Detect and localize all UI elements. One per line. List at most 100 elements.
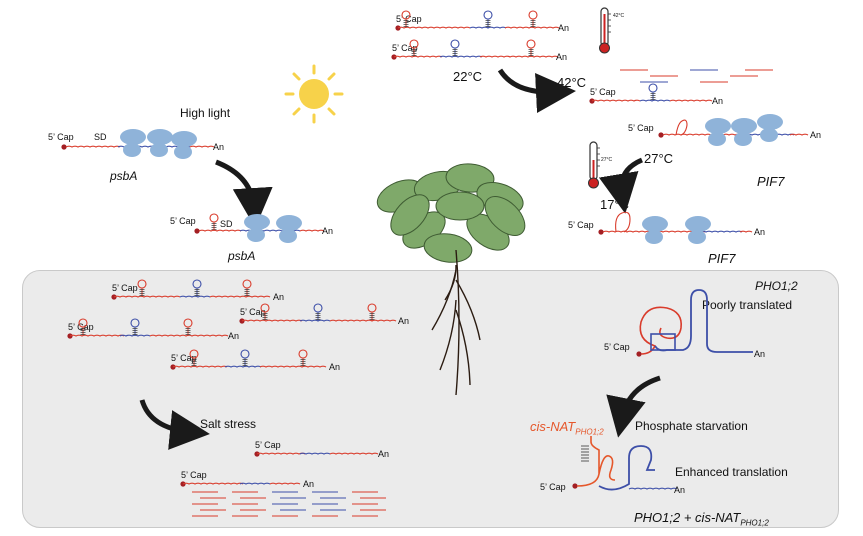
pif7-hairpin-icon	[615, 211, 631, 233]
pho12-structure	[650, 333, 676, 351]
mrna-strand	[224, 365, 262, 368]
cool-arrow	[598, 157, 644, 214]
phosphate-arrow	[606, 375, 661, 438]
mrna-strand	[669, 99, 713, 102]
enhanced-translation-label: Enhanced translation	[675, 465, 788, 479]
hairpin-icon	[183, 318, 193, 336]
mrna-strand	[113, 295, 181, 298]
mrna-label: 5’ Cap	[604, 342, 630, 352]
ribosome-icon	[147, 129, 173, 157]
ribosome-icon	[757, 114, 783, 142]
plant-illustration	[376, 163, 526, 396]
pif7-hairpin-icon	[675, 119, 688, 136]
mrna-strand	[789, 133, 809, 136]
ribosome-icon	[642, 216, 668, 244]
bottom-caption: PHO1;2 + cis-NATPHO1;2	[634, 510, 769, 528]
ribosome-icon	[731, 118, 757, 146]
mrna-strand	[397, 26, 471, 29]
mrna-label: An	[228, 331, 239, 341]
hairpin-icon	[209, 213, 219, 231]
ribosome-icon	[685, 216, 711, 244]
psba-label-bottom: psbA	[228, 249, 256, 263]
mrna-label: An	[556, 52, 567, 62]
mrna-strand	[241, 319, 303, 322]
sun-icon	[284, 64, 344, 124]
mrna-strand	[69, 334, 125, 337]
mrna-strand	[149, 334, 229, 337]
mrna-strand	[259, 365, 327, 368]
cis-nat-structure	[576, 436, 616, 487]
cap-dot	[61, 144, 67, 150]
hairpin-icon	[192, 279, 202, 297]
cis-nat-structure	[598, 445, 655, 491]
mrna-strand	[198, 229, 242, 232]
hairpin-icon	[260, 303, 270, 321]
hairpin-icon	[526, 39, 536, 57]
poorly-translated-label: Poorly translated	[702, 298, 793, 312]
psba-label-top: psbA	[110, 169, 138, 183]
mrna-label: An	[303, 479, 314, 489]
mrna-label: An	[329, 362, 340, 372]
hairpin-icon	[130, 318, 140, 336]
stress-panel	[22, 270, 839, 528]
hairpin-icon	[242, 279, 252, 297]
mrna-label: 5’ Cap	[590, 87, 616, 97]
hairpin-icon	[240, 349, 250, 367]
mrna-label: 5’ Cap	[255, 440, 281, 450]
mrna-strand	[504, 26, 560, 29]
hairpin-icon	[137, 279, 147, 297]
ribosome-icon	[244, 214, 270, 242]
pho12-label: PHO1;2	[755, 279, 798, 293]
phosphate-starvation-label: Phosphate starvation	[635, 419, 748, 433]
ribosome-icon	[276, 215, 302, 243]
mrna-label: 5’ Cap	[568, 220, 594, 230]
pho12-structure	[654, 289, 753, 353]
mrna-label: 5’ Cap	[181, 470, 207, 480]
hairpin-icon	[409, 39, 419, 57]
mrna-strand	[65, 145, 121, 148]
thermometer-42-icon	[599, 7, 611, 54]
hairpin-icon	[313, 303, 323, 321]
mrna-strand	[628, 487, 678, 490]
mrna-strand	[299, 319, 331, 322]
mrna-label: An	[754, 227, 765, 237]
mrna-strand	[189, 145, 215, 148]
hairpin-icon	[528, 10, 538, 28]
cap-dot	[658, 132, 664, 138]
cap-dot	[598, 229, 604, 235]
cap-dot	[636, 351, 642, 357]
mrna-label: SD	[220, 219, 233, 229]
mrna-strand	[662, 133, 742, 136]
cis-nat-label: cis-NATPHO1;2	[530, 419, 604, 437]
thermo-42-label: 42°C	[613, 13, 625, 19]
mrna-label: 5’ Cap	[171, 353, 197, 363]
mrna-strand	[299, 229, 325, 232]
mrna-label: An	[674, 485, 685, 495]
mrna-strand	[179, 295, 211, 298]
mrna-label: An	[754, 349, 765, 359]
cap-dot	[194, 228, 200, 234]
mrna-strand	[439, 55, 483, 58]
thermo-27-label: 27°C	[601, 157, 613, 163]
mrna-label: An	[213, 142, 224, 152]
mrna-strand	[329, 452, 379, 455]
high-light-arrow	[215, 159, 273, 228]
mrna-strand	[479, 55, 559, 58]
ribosome-icon	[705, 118, 731, 146]
mrna-label: 5’ Cap	[540, 482, 566, 492]
mrna-label: 5’ Cap	[628, 123, 654, 133]
mrna-label: 5’ Cap	[396, 14, 422, 24]
mrna-strand	[209, 295, 271, 298]
hairpin-icon	[401, 10, 411, 28]
pif7-label-bottom: PIF7	[708, 251, 736, 266]
mrna-label: An	[322, 226, 333, 236]
temp-27-label: 27°C	[644, 151, 674, 166]
mrna-label: 5’ Cap	[240, 307, 266, 317]
hairpin-icon	[483, 10, 493, 28]
mrna-label: An	[398, 316, 409, 326]
mrna-strand	[699, 230, 743, 233]
mrna-label: 5’ Cap	[170, 216, 196, 226]
mrna-strand	[639, 99, 671, 102]
hairpin-icon	[298, 349, 308, 367]
